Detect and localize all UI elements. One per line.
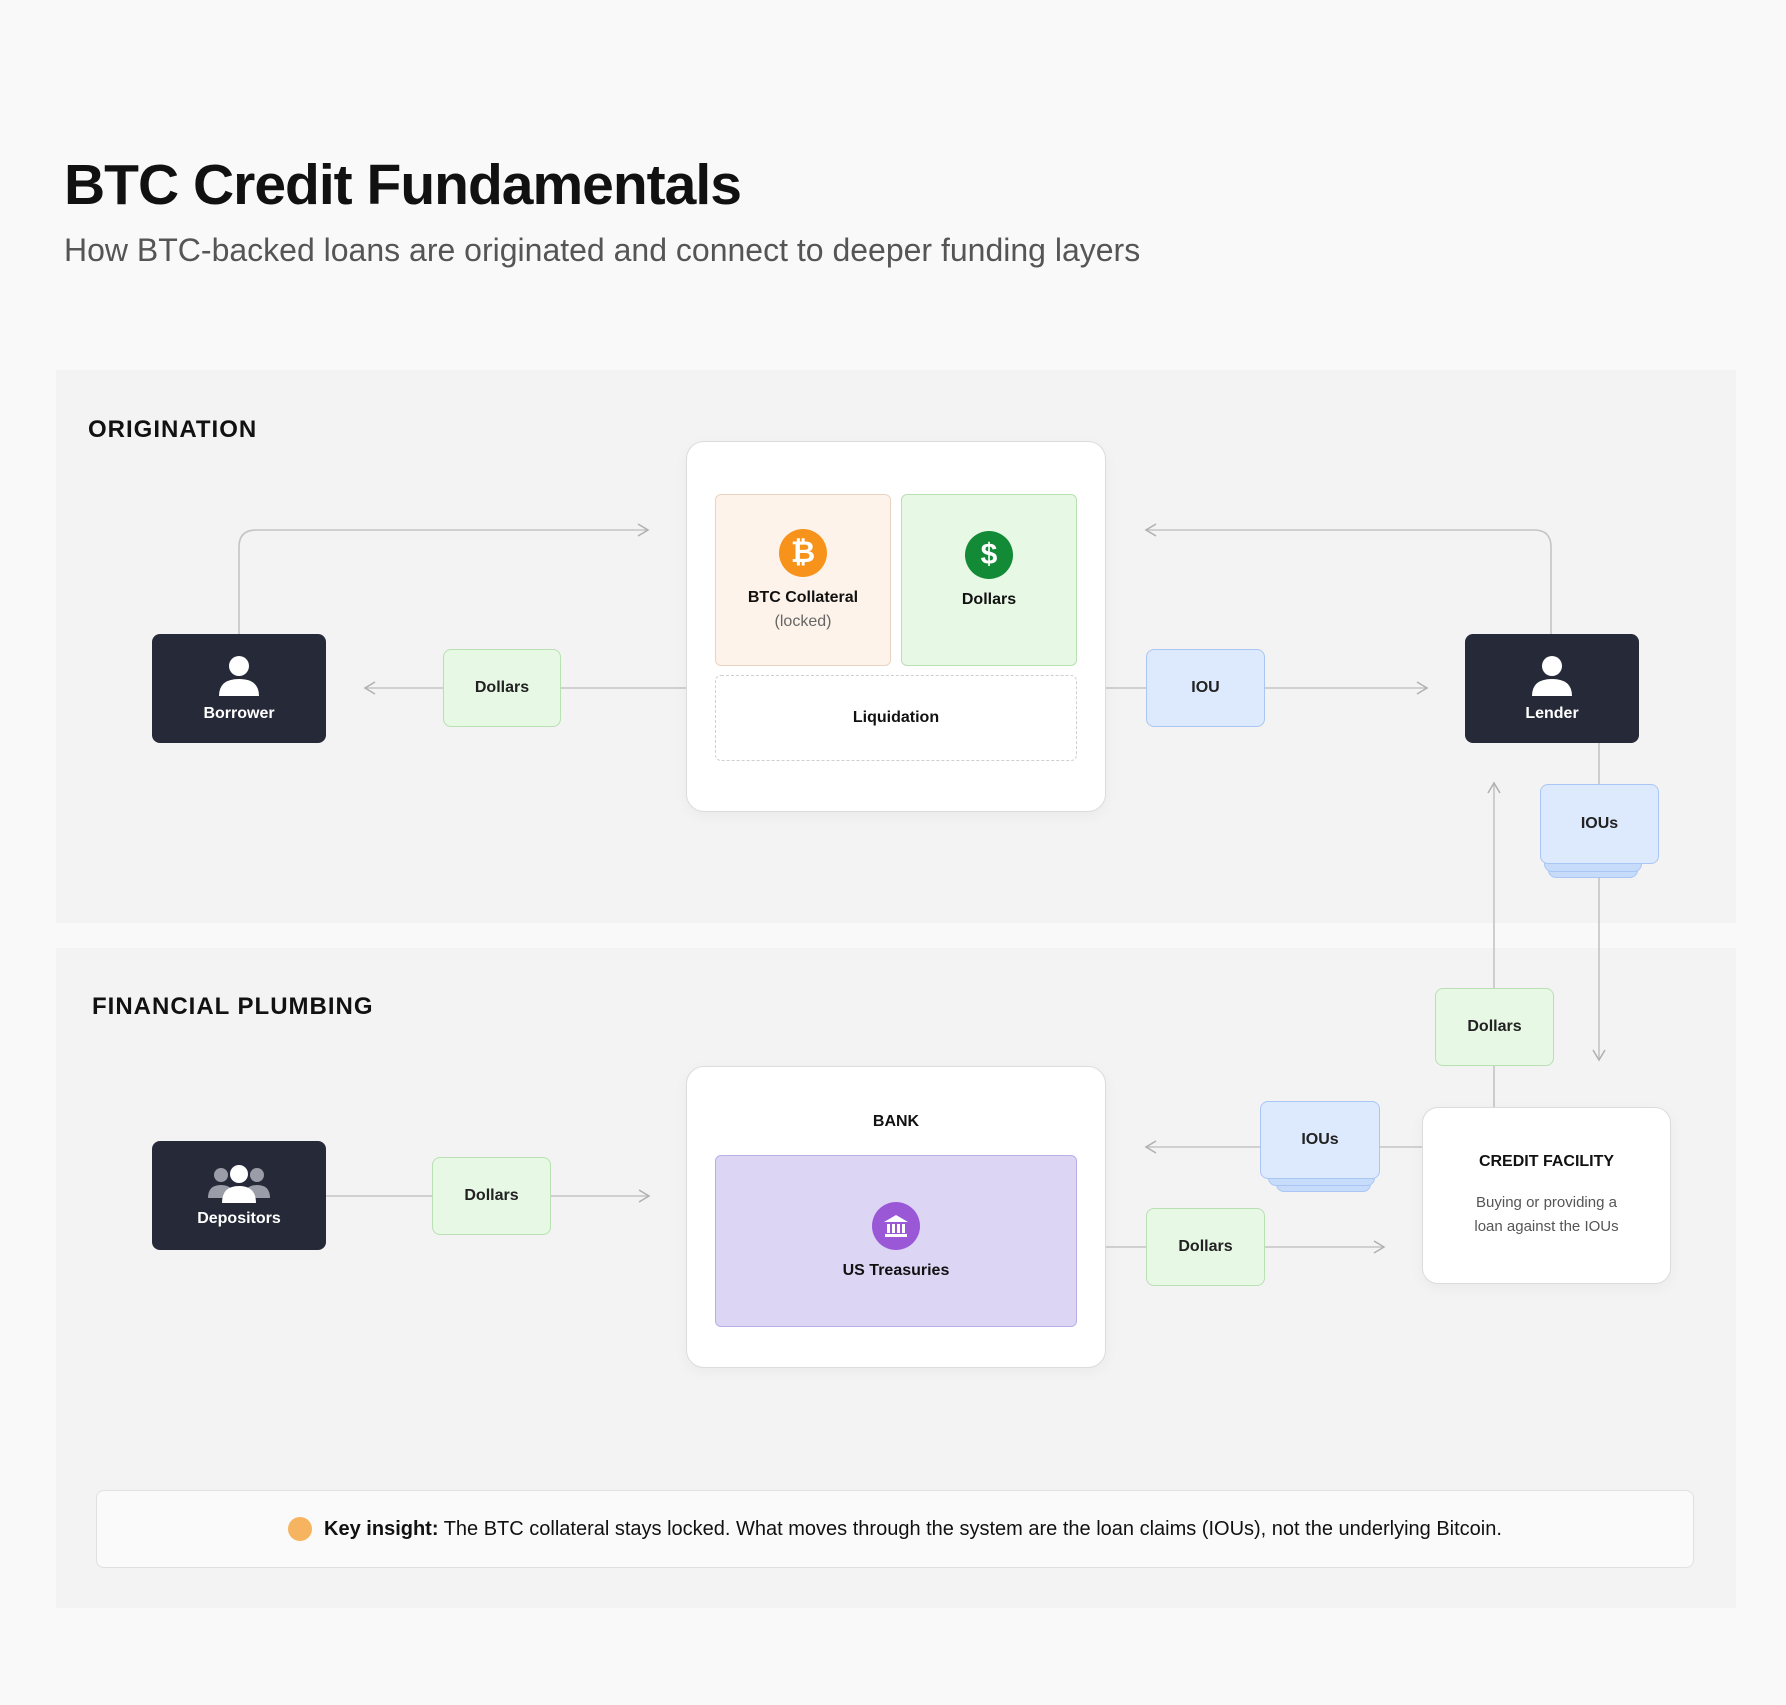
- lender-node: Lender: [1465, 634, 1639, 743]
- page-subtitle: How BTC-backed loans are originated and …: [64, 232, 1141, 268]
- bank-card: BANK US Treasuries: [686, 1066, 1106, 1368]
- collateral-vault-card: ₿ BTC Collateral (locked) $ Dollars Liqu…: [686, 441, 1106, 812]
- borrower-node: Borrower: [152, 634, 326, 743]
- dollars-box: $ Dollars: [901, 494, 1077, 666]
- us-treasuries-box: US Treasuries: [715, 1155, 1077, 1327]
- iou-chip-label: IOU: [1191, 679, 1220, 696]
- dollar-icon: $: [965, 531, 1013, 579]
- ious-chip-vertical: IOUs: [1540, 784, 1659, 864]
- ious-chip-label: IOUs: [1580, 815, 1619, 832]
- ious-chip-horizontal: IOUs: [1260, 1101, 1380, 1179]
- insight-text: The BTC collateral stays locked. What mo…: [438, 1517, 1502, 1540]
- dollars-chip-origination: Dollars: [443, 649, 561, 727]
- person-icon: [1532, 655, 1572, 696]
- dollars-chip-bank: Dollars: [1146, 1208, 1265, 1286]
- bitcoin-icon: ₿: [779, 529, 827, 577]
- btc-locked-label: (locked): [774, 613, 832, 630]
- bank-icon: [872, 1202, 920, 1250]
- insight-dot-icon: [288, 1517, 313, 1541]
- borrower-label: Borrower: [203, 704, 275, 722]
- iou-chip: IOU: [1146, 649, 1265, 727]
- borrower-to-vault-line: [238, 523, 650, 634]
- btc-collateral-label: BTC Collateral: [747, 589, 859, 606]
- people-icon: [208, 1164, 270, 1203]
- dollars-vertical-label: Dollars: [1467, 1018, 1522, 1035]
- credit-facility-title: CREDIT FACILITY: [1478, 1152, 1615, 1170]
- depositors-node: Depositors: [152, 1141, 326, 1250]
- dollars-bank-label: Dollars: [1178, 1238, 1233, 1255]
- insight-bold: Key insight:: [324, 1517, 439, 1540]
- dollars-chip-vertical: Dollars: [1435, 988, 1554, 1066]
- liquidation-label: Liquidation: [852, 709, 940, 726]
- dollars-box-label: Dollars: [961, 591, 1017, 608]
- person-icon: [219, 655, 259, 696]
- bank-label: BANK: [872, 1113, 920, 1130]
- liquidation-box: Liquidation: [715, 675, 1077, 761]
- depositors-label: Depositors: [197, 1209, 281, 1227]
- financial-plumbing-label: FINANCIAL PLUMBING: [92, 993, 374, 1020]
- key-insight-banner: Key insight: The BTC collateral stays lo…: [96, 1490, 1694, 1568]
- credit-facility-desc-2: loan against the IOUs: [1474, 1217, 1619, 1235]
- credit-facility-card: CREDIT FACILITY Buying or providing a lo…: [1422, 1107, 1671, 1284]
- us-treasuries-label: US Treasuries: [842, 1262, 950, 1279]
- lender-label: Lender: [1525, 704, 1579, 722]
- ious-horizontal-label: IOUs: [1301, 1131, 1339, 1148]
- dollars-chip-depositors: Dollars: [432, 1157, 551, 1235]
- origination-label: ORIGINATION: [88, 416, 258, 443]
- credit-facility-desc-1: Buying or providing a: [1476, 1193, 1617, 1211]
- dollars-dep-label: Dollars: [464, 1187, 519, 1204]
- dollars-chip-label: Dollars: [474, 679, 530, 696]
- page-title: BTC Credit Fundamentals: [64, 153, 742, 217]
- lender-to-vault-line: [1144, 523, 1552, 634]
- btc-collateral-box: ₿ BTC Collateral (locked): [715, 494, 891, 666]
